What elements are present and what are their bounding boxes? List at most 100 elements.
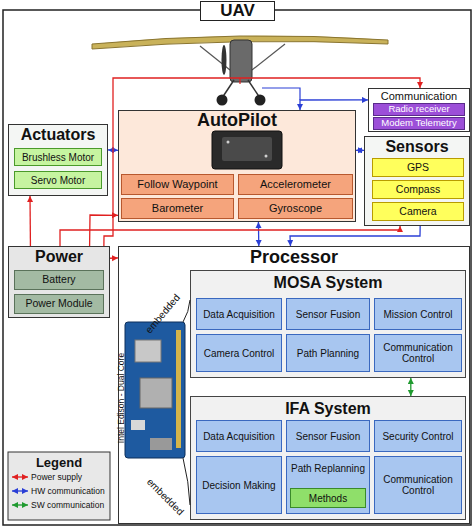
box-heading: Communication <box>369 90 469 102</box>
box-label: Accelerometer <box>258 178 333 190</box>
box-heading: Power <box>9 248 109 266</box>
box-label: Data Acquisition <box>201 431 277 442</box>
chip <box>131 420 145 430</box>
component-box: Follow Waypoint <box>121 174 234 195</box>
component-box: Power Module <box>14 294 104 314</box>
power-connector <box>60 226 400 246</box>
component-box: Decision Making <box>196 456 282 514</box>
legend-sample <box>12 504 28 505</box>
legend-sample <box>12 490 28 491</box>
wing <box>92 36 388 49</box>
subsystem-box: CommunicationRadio receiverModem Telemet… <box>368 88 470 132</box>
legend-text: Power supply <box>31 471 82 483</box>
outer-frame <box>3 10 471 525</box>
box-label: GPS <box>405 162 431 174</box>
landing-gear <box>222 80 234 98</box>
component-box: Gyroscope <box>238 198 353 219</box>
box-label: Methods <box>307 493 349 504</box>
box-label: Sensor Fusion <box>294 431 362 442</box>
component-box: Battery <box>14 270 104 290</box>
strut <box>252 44 285 70</box>
box-label: Security Control <box>380 431 455 442</box>
landing-gear <box>248 80 260 98</box>
component-box: GPS <box>372 158 464 177</box>
component-box: Brushless Motor <box>14 148 102 166</box>
subsystem-box: ProcessorMOSA SystemData AcquisitionSens… <box>118 246 470 524</box>
subsystem-box: ActuatorsBrushless MotorServo Motor <box>8 124 108 196</box>
communication-connector <box>356 150 364 151</box>
component-box: Communication Control <box>374 456 462 514</box>
connector <box>150 438 172 450</box>
box-label: Gyroscope <box>267 202 324 214</box>
hw-wire <box>262 88 300 100</box>
box-heading: Processor <box>119 248 469 268</box>
box-label: Brushless Motor <box>20 152 96 163</box>
box-label: Communication Control <box>375 474 461 496</box>
box-label: Power Module <box>23 298 94 310</box>
box-label: Battery <box>40 274 77 286</box>
box-label: Camera <box>397 206 438 218</box>
box-label: Follow Waypoint <box>135 178 219 190</box>
box-label: Compass <box>394 184 442 196</box>
board <box>125 322 185 458</box>
box-label: Modem Telemetry <box>379 118 458 128</box>
propeller <box>222 45 227 75</box>
wheel <box>255 95 266 106</box>
box-heading: AutoPilot <box>119 111 355 131</box>
component-box: Servo Motor <box>14 171 102 189</box>
wheel <box>217 95 228 106</box>
autopilot-device <box>212 131 282 169</box>
box-label: Communication Control <box>375 342 461 364</box>
power-connector <box>90 215 118 246</box>
box-label: Radio receiver <box>386 104 451 114</box>
box-label: Decision Making <box>200 480 277 491</box>
box-label: Servo Motor <box>29 175 87 186</box>
component-box: Camera Control <box>196 334 282 372</box>
subsystem-box: PowerBatteryPower Module <box>8 246 110 318</box>
box-label: Data Acquisition <box>201 309 277 320</box>
box-heading: Sensors <box>365 138 469 156</box>
communication-connector <box>108 149 118 151</box>
device-panel <box>222 137 272 161</box>
legend-sample <box>12 476 28 477</box>
uav-illustration <box>92 36 388 106</box>
component-box: Radio receiver <box>373 103 465 116</box>
box-heading: Actuators <box>9 126 107 144</box>
communication-connector <box>300 100 368 110</box>
power-connector <box>104 78 420 246</box>
diagram-title: UAV <box>200 1 275 21</box>
box-heading: MOSA System <box>191 274 465 292</box>
box-label: Path Planning <box>295 348 361 359</box>
component-box: Sensor Fusion <box>286 420 370 452</box>
box-heading: Path Replanning <box>287 463 369 474</box>
component-box: Accelerometer <box>238 174 353 195</box>
chip <box>140 378 172 408</box>
subsystem-box: Path ReplanningMethods <box>286 456 370 514</box>
component-box: Path Planning <box>286 334 370 372</box>
box-label: Camera Control <box>202 348 277 359</box>
strut <box>200 46 230 70</box>
leader-line <box>183 458 190 505</box>
legend-box <box>8 452 110 520</box>
box-label: Sensor Fusion <box>294 309 362 320</box>
component-box: Security Control <box>374 420 462 452</box>
component-box: Data Acquisition <box>196 298 282 330</box>
legend-text: HW communication <box>31 485 105 497</box>
component-box: Sensor Fusion <box>286 298 370 330</box>
subsystem-box: SensorsGPS CompassCamera <box>364 136 470 226</box>
device-led <box>227 141 230 144</box>
power-connector <box>110 257 118 259</box>
leader-line <box>183 300 190 322</box>
communication-connector <box>258 222 260 246</box>
power-wire <box>239 78 240 84</box>
component-box: Communication Control <box>374 334 462 372</box>
edison-board <box>125 322 185 458</box>
header-pins <box>176 330 181 448</box>
component-box: Camera <box>372 202 464 221</box>
communication-connector <box>410 378 411 396</box>
legend-text: SW communication <box>31 499 104 511</box>
component-box: Compass <box>372 180 464 199</box>
fuselage <box>230 40 252 82</box>
